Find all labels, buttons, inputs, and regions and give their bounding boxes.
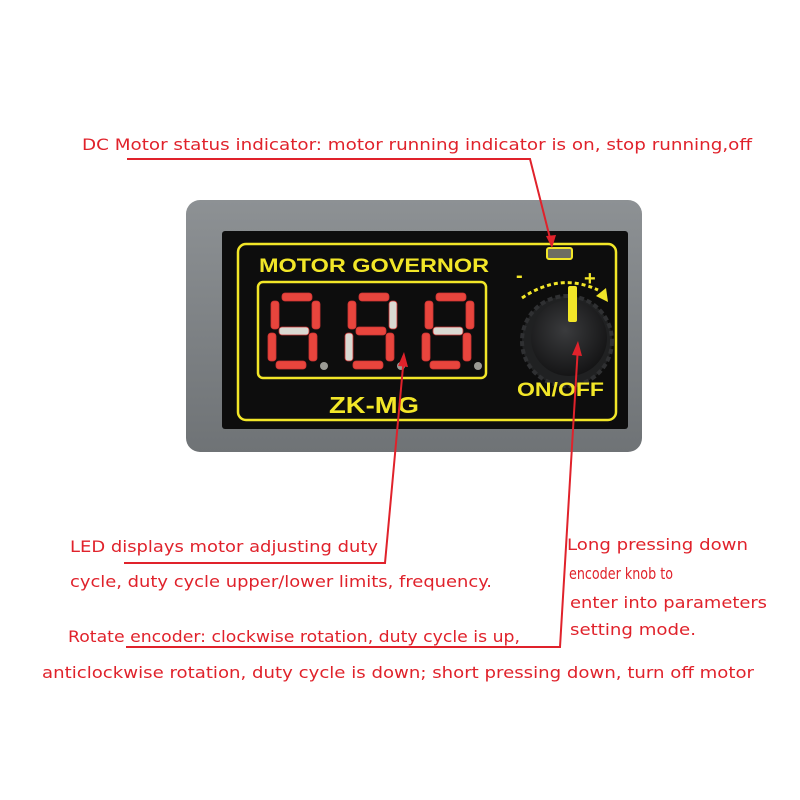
- decimal-point: [320, 362, 328, 370]
- segment-f: [270, 300, 280, 330]
- annotation-led-display-line2: cycle, duty cycle upper/lower limits, fr…: [70, 572, 492, 591]
- segment-f: [424, 300, 434, 330]
- arrowhead-encoder: [572, 341, 582, 356]
- segment-g: [278, 326, 310, 336]
- segment-e: [344, 332, 354, 362]
- knob-label: ON/OFF: [517, 380, 604, 401]
- plus-sign: +: [584, 268, 596, 290]
- segment-c: [462, 332, 472, 362]
- seven-segment-display: [267, 292, 482, 370]
- status-led-icon: [546, 247, 573, 260]
- annotation-long-press-line1: Long pressing down: [567, 535, 748, 554]
- segment-c: [308, 332, 318, 362]
- annotation-led-display-line1: LED displays motor adjusting duty: [70, 537, 378, 556]
- segment-d: [275, 360, 307, 370]
- segment-a: [281, 292, 313, 302]
- segment-c: [385, 332, 395, 362]
- annotation-status-indicator: DC Motor status indicator: motor running…: [82, 135, 753, 154]
- segment-d: [429, 360, 461, 370]
- annotation-rotate-encoder-line2: anticlockwise rotation, duty cycle is do…: [42, 663, 754, 682]
- leader-status-indicator: [127, 158, 553, 247]
- annotation-rotate-encoder-line1: Rotate encoder: clockwise rotation, duty…: [68, 627, 520, 646]
- segment-e: [267, 332, 277, 362]
- segment-b: [465, 300, 475, 330]
- display-digit: [267, 292, 328, 370]
- segment-a: [435, 292, 467, 302]
- minus-sign: -: [516, 265, 523, 287]
- segment-a: [358, 292, 390, 302]
- device-title: MOTOR GOVERNOR: [259, 256, 489, 277]
- motor-governor-device: MOTOR GOVERNOR ZK-MG - + ON/OFF: [186, 200, 642, 452]
- device-panel: [222, 231, 628, 429]
- segment-f: [347, 300, 357, 330]
- segment-g: [432, 326, 464, 336]
- segment-b: [311, 300, 321, 330]
- segment-e: [421, 332, 431, 362]
- encoder-knob-icon[interactable]: [520, 286, 614, 388]
- annotation-long-press-line2: encoder knob to: [569, 564, 673, 583]
- display-digit: [344, 292, 405, 370]
- leader-led-display: [124, 355, 405, 564]
- segment-g: [355, 326, 387, 336]
- annotation-long-press-line3: enter into parameters: [570, 593, 767, 612]
- decimal-point: [474, 362, 482, 370]
- segment-d: [352, 360, 384, 370]
- display-digit: [421, 292, 482, 370]
- arrowhead-status: [546, 235, 556, 248]
- leader-encoder: [126, 345, 579, 648]
- annotation-long-press-line4: setting mode.: [570, 620, 696, 639]
- segment-b: [388, 300, 398, 330]
- rotation-arc-arrow-icon: [521, 281, 608, 302]
- knob-indicator: [568, 286, 577, 322]
- device-model: ZK-MG: [329, 392, 419, 418]
- display-window-border: [256, 280, 488, 380]
- panel-yellow-border: [236, 242, 618, 422]
- arrowhead-led: [398, 352, 408, 367]
- leader-lines: [124, 158, 579, 648]
